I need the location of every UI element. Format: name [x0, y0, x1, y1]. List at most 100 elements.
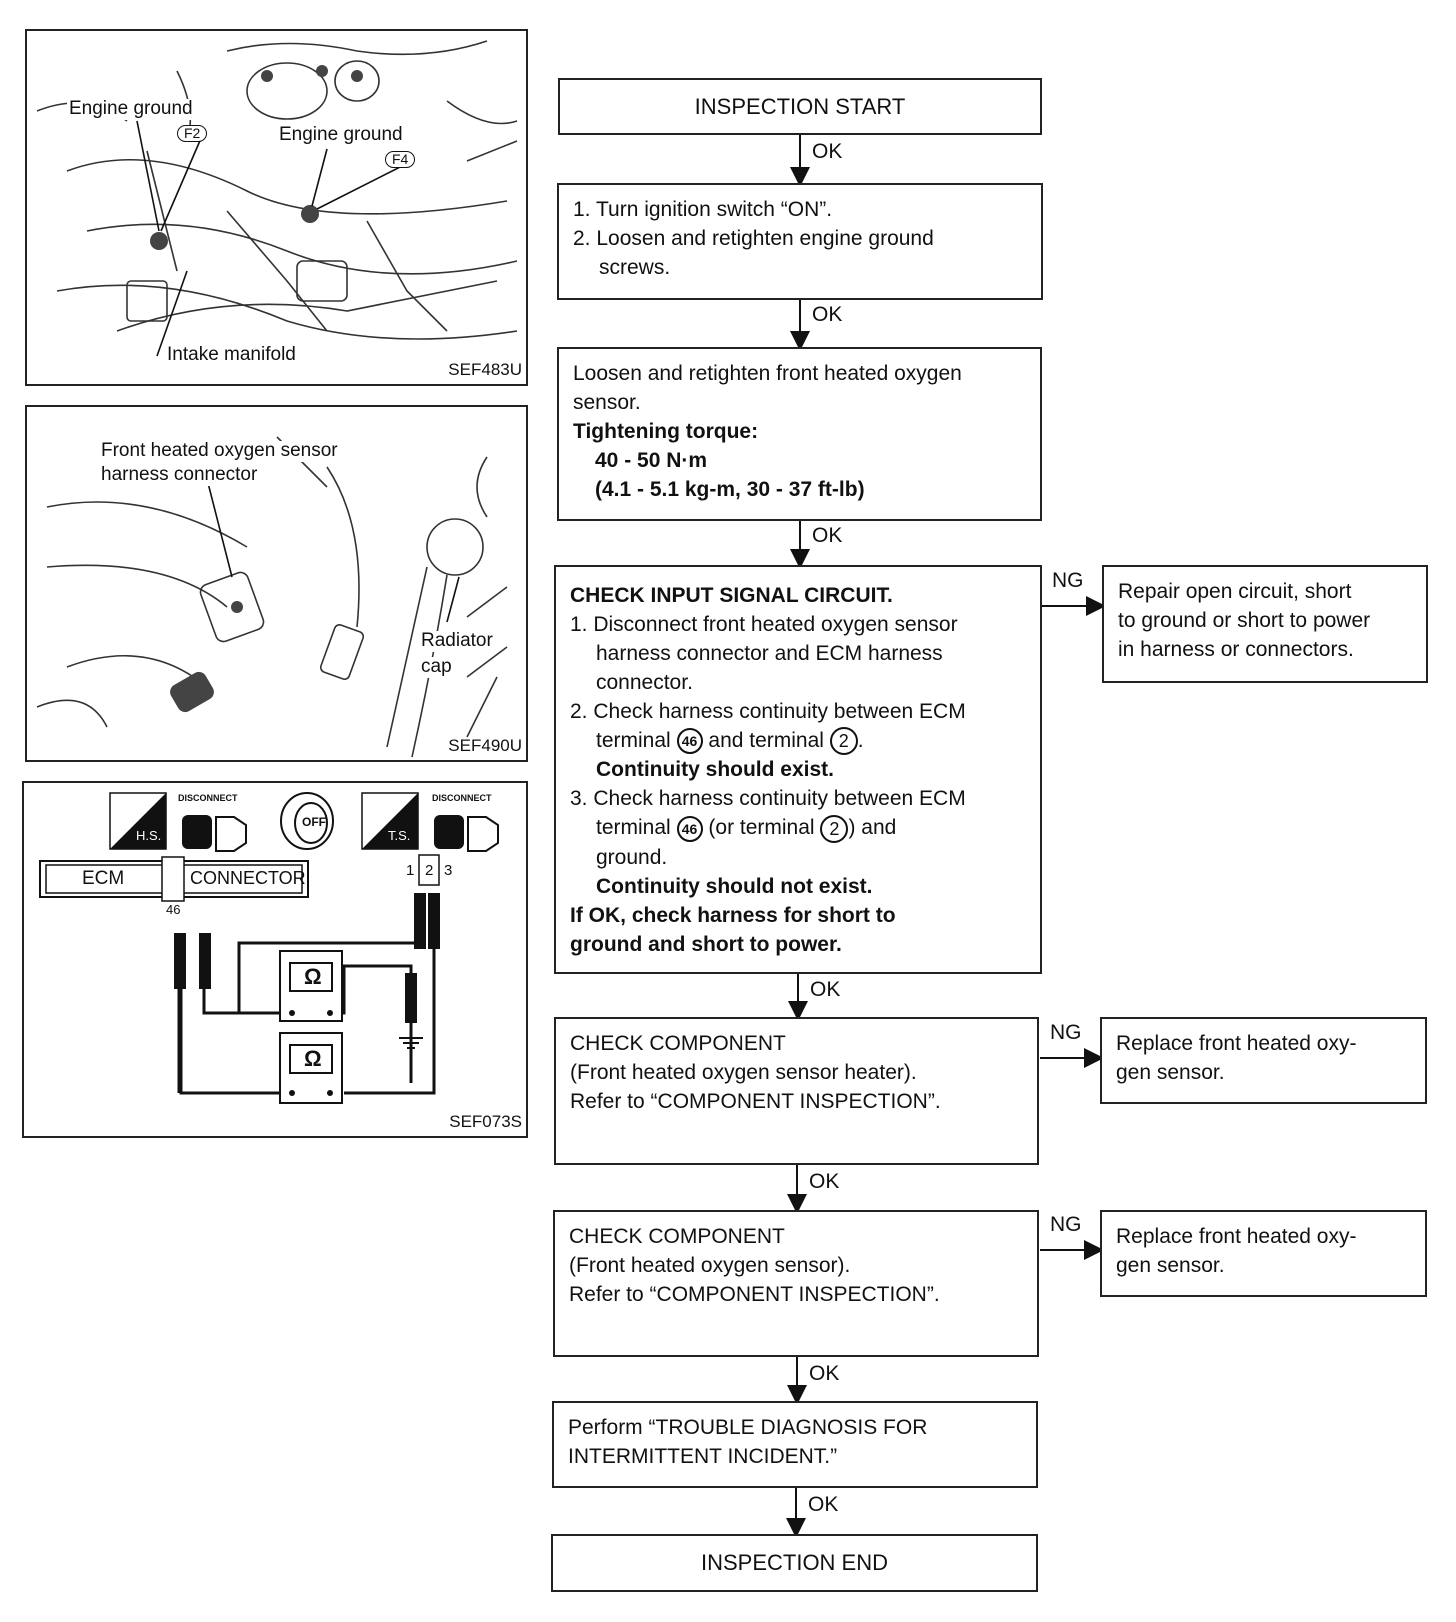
ng-repair-line1: Repair open circuit, short [1118, 580, 1352, 603]
figure-code: SEF073S [449, 1112, 522, 1131]
label-hs: H.S. [136, 828, 162, 843]
continuity-wiring-diagram [39, 792, 499, 1104]
check-sensor-line1: CHECK COMPONENT [569, 1225, 785, 1248]
inspection-start-text: INSPECTION START [694, 93, 906, 119]
terminal-46-symbol: 46 [676, 728, 703, 755]
figure-oxygen-sensor-connector: Front heated oxygen sensor harness conne… [25, 405, 528, 762]
inspection-end-box: INSPECTION END [551, 1534, 1038, 1592]
label-ts: T.S. [388, 828, 411, 843]
ignition-off-icon [280, 792, 334, 850]
check-component-heater-box: CHECK COMPONENT (Front heated oxygen sen… [554, 1017, 1039, 1165]
check-input-item1c: connector. [596, 671, 693, 694]
ng-replace1-line1: Replace front heated oxy- [1116, 1032, 1357, 1055]
label-engine-ground-1: Engine ground [67, 98, 195, 120]
step-ignition-box: 1. Turn ignition switch “ON”. 2. Loosen … [557, 183, 1043, 300]
terminal-2-symbol: 2 [829, 727, 858, 756]
ok-label-4: OK [810, 978, 841, 1001]
figure-engine-ground: Engine ground F2 Engine ground F4 Intake… [25, 29, 528, 386]
label-pin-3: 3 [444, 862, 453, 879]
label-disconnect-1: DISCONNECT [178, 793, 238, 803]
ok-label-5: OK [809, 1170, 840, 1193]
check-heater-line2: (Front heated oxygen sensor heater). [570, 1061, 917, 1084]
label-pin-46: 46 [164, 902, 183, 918]
check-sensor-line3: Refer to “COMPONENT INSPECTION”. [569, 1283, 940, 1306]
check-input-item3a: 3. Check harness continuity between ECM [570, 787, 966, 811]
tag-f4: F4 [385, 151, 416, 169]
torque-value-nm: 40 - 50 N·m [595, 449, 708, 472]
label-engine-ground-2: Engine ground [277, 124, 405, 146]
step-ignition-line3: screws. [599, 256, 671, 279]
disconnect-icon-2 [434, 815, 499, 852]
text: terminal [596, 729, 671, 752]
ng-repair-line2: to ground or short to power [1118, 609, 1371, 632]
ng-repair-line3: in harness or connectors. [1118, 638, 1354, 661]
hs-icon [109, 792, 167, 850]
check-sensor-line2: (Front heated oxygen sensor). [569, 1254, 851, 1277]
terminal-2-symbol: 2 [820, 814, 849, 843]
tag-f2: F2 [177, 125, 208, 143]
inspection-end-text: INSPECTION END [700, 1550, 889, 1575]
torque-value-alt: (4.1 - 5.1 kg-m, 30 - 37 ft-lb) [595, 478, 865, 501]
check-input-item2a: 2. Check harness continuity between ECM [570, 700, 966, 723]
torque-line1: Loosen and retighten front heated oxygen [573, 362, 962, 385]
text: (or terminal [708, 816, 815, 840]
step-ignition-line2: 2. Loosen and retighten engine ground [573, 227, 934, 250]
ng-label-1: NG [1052, 569, 1084, 592]
check-input-item3c: ground. [596, 845, 668, 869]
ng-repair-circuit-box: Repair open circuit, short to ground or … [1102, 565, 1428, 683]
ng-label-2: NG [1050, 1021, 1082, 1044]
check-input-item3b: terminal 46 (or terminal 2) and [570, 813, 1026, 843]
label-connector: CONNECTOR [190, 868, 306, 888]
label-pin-1: 1 [406, 862, 415, 879]
check-heater-line3: Refer to “COMPONENT INSPECTION”. [570, 1090, 941, 1113]
check-component-sensor-box: CHECK COMPONENT (Front heated oxygen sen… [553, 1210, 1039, 1357]
ok-label-1: OK [812, 140, 843, 163]
ts-icon [361, 792, 419, 850]
ng-label-3: NG [1050, 1213, 1082, 1236]
check-input-item1a: 1. Disconnect front heated oxygen sensor [570, 613, 958, 636]
engine-ground-illustration [36, 40, 518, 357]
check-input-item1b: harness connector and ECM harness [596, 642, 943, 665]
figure-continuity-check: H.S. DISCONNECT OFF T.S. DISCONNECT ECM … [22, 781, 528, 1138]
label-sensor-connector-line1: Front heated oxygen sensor [99, 440, 340, 462]
text: . [857, 729, 864, 752]
label-off: OFF [302, 815, 326, 829]
label-ecm: ECM [80, 868, 127, 890]
figure-code: SEF483U [448, 360, 522, 379]
ng-replace2-line1: Replace front heated oxy- [1116, 1225, 1357, 1248]
check-input-footer1: If OK, check harness for short to [570, 903, 896, 927]
ohmmeter-2-symbol: Ω [304, 1046, 322, 1071]
terminal-46-symbol: 46 [676, 815, 703, 842]
step-ignition-line1: 1. Turn ignition switch “ON”. [573, 198, 833, 221]
trouble-diagnosis-box: Perform “TROUBLE DIAGNOSIS FOR INTERMITT… [552, 1401, 1038, 1488]
check-input-item2c: Continuity should exist. [596, 758, 835, 782]
figure-code: SEF490U [448, 736, 522, 755]
check-input-item3d: Continuity should not exist. [596, 874, 873, 898]
check-input-signal-box: CHECK INPUT SIGNAL CIRCUIT. 1. Disconnec… [554, 565, 1042, 974]
inspection-start-box: INSPECTION START [558, 78, 1042, 135]
label-radiator-line1: Radiator [419, 630, 495, 652]
label-sensor-connector-line2: harness connector [99, 464, 260, 486]
torque-line2: sensor. [573, 391, 641, 414]
text: terminal [596, 816, 671, 840]
ohmmeter-1-symbol: Ω [304, 964, 322, 989]
check-heater-line1: CHECK COMPONENT [570, 1032, 786, 1055]
ng-replace-sensor-box-1: Replace front heated oxy- gen sensor. [1100, 1017, 1427, 1104]
label-disconnect-2: DISCONNECT [432, 793, 492, 803]
ok-label-3: OK [812, 524, 843, 547]
ok-label-6: OK [809, 1362, 840, 1385]
trouble-diagnosis-line1: Perform “TROUBLE DIAGNOSIS FOR [568, 1416, 928, 1439]
ok-label-2: OK [812, 303, 843, 326]
check-input-footer2: ground and short to power. [570, 932, 842, 956]
check-input-title: CHECK INPUT SIGNAL CIRCUIT. [570, 584, 893, 607]
ng-replace2-line2: gen sensor. [1116, 1254, 1225, 1277]
label-intake-manifold: Intake manifold [165, 344, 298, 366]
ng-replace1-line2: gen sensor. [1116, 1061, 1225, 1084]
check-input-item2b: terminal 46 and terminal 2. [570, 726, 1026, 756]
torque-heading: Tightening torque: [573, 420, 759, 443]
ng-replace-sensor-box-2: Replace front heated oxy- gen sensor. [1100, 1210, 1427, 1297]
label-radiator-line2: cap [419, 656, 454, 678]
ok-label-7: OK [808, 1493, 839, 1516]
trouble-diagnosis-line2: INTERMITTENT INCIDENT.” [568, 1445, 838, 1468]
label-pin-2: 2 [425, 862, 434, 879]
